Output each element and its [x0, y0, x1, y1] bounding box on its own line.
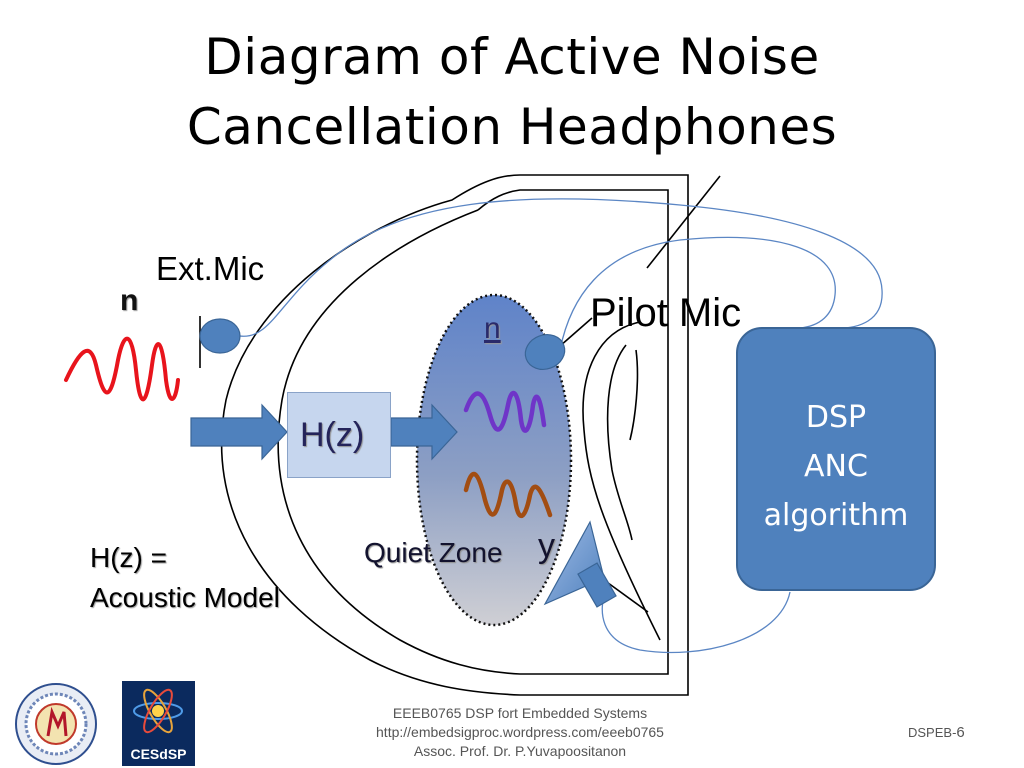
page-number-prefix: DSPEB- [908, 725, 957, 740]
ear-outline [582, 321, 661, 641]
zone-wave-y-icon [463, 471, 553, 519]
speaker-icon [543, 520, 617, 608]
signal-wires [239, 198, 883, 654]
title-line-2: Cancellation Headphones [186, 98, 838, 156]
ext-mic-icon [199, 318, 241, 354]
hz-block [287, 392, 391, 478]
dsp-line-1: DSP [805, 400, 867, 435]
page-number-value: 6 [956, 724, 965, 741]
noise-wave-icon [64, 336, 180, 402]
zone-wave-n-icon [463, 390, 547, 433]
university-seal-logo [15, 683, 97, 765]
arrow-into-hz [190, 403, 288, 461]
hz-block-label: H(z) [300, 416, 365, 454]
pilot-mic-icon [524, 334, 566, 370]
dsp-anc-label: DSP ANC algorithm [736, 393, 936, 540]
title-line-1: Diagram of Active Noise [204, 28, 820, 86]
wire-dsp-to-speaker [601, 589, 791, 654]
cesdsp-logo: CESdSP [122, 681, 195, 766]
pilot-mic-lead [646, 175, 721, 269]
page-title: Diagram of Active Noise Cancellation Hea… [0, 22, 1024, 162]
hz-definition: H(z) = Acoustic Model [90, 538, 280, 618]
quiet-zone-label: Quiet Zone [364, 537, 503, 568]
page-number: DSPEB-6 [908, 724, 965, 741]
footer-line-3: Assoc. Prof. Dr. P.Yuvapoositanon [413, 743, 627, 759]
pilot-mic-pointer [559, 317, 593, 347]
footer: EEEB0765 DSP fort Embedded Systems http:… [330, 704, 710, 761]
noise-source-label: n [120, 284, 139, 317]
wire-ext-mic-to-dsp [239, 198, 883, 337]
zone-noise-label: n [484, 312, 501, 345]
speaker-lead [603, 579, 649, 613]
atom-icon [133, 688, 183, 734]
dsp-anc-block [736, 327, 936, 591]
headphone-inner-arc [277, 189, 669, 675]
footer-line-1: EEEB0765 DSP fort Embedded Systems [392, 705, 648, 721]
dsp-line-2: ANC [804, 449, 868, 484]
ext-mic-label: Ext.Mic [156, 250, 265, 287]
quiet-zone-ellipse [415, 293, 573, 627]
dsp-line-3: algorithm [763, 498, 909, 533]
y-label: y [538, 527, 555, 565]
wire-pilot-mic-to-dsp [559, 236, 836, 351]
headphone-outer-arc [220, 174, 689, 696]
arrow-into-zone [390, 403, 458, 461]
headphone-outline [199, 174, 721, 696]
pilot-mic-label: Pilot Mic [590, 291, 742, 335]
cesdsp-logo-text: CESdSP [130, 746, 187, 762]
hz-definition-line-1: H(z) = [90, 542, 167, 573]
hz-definition-line-2: Acoustic Model [90, 582, 280, 613]
footer-line-2: http://embedsigproc.wordpress.com/eeeb07… [376, 724, 664, 740]
